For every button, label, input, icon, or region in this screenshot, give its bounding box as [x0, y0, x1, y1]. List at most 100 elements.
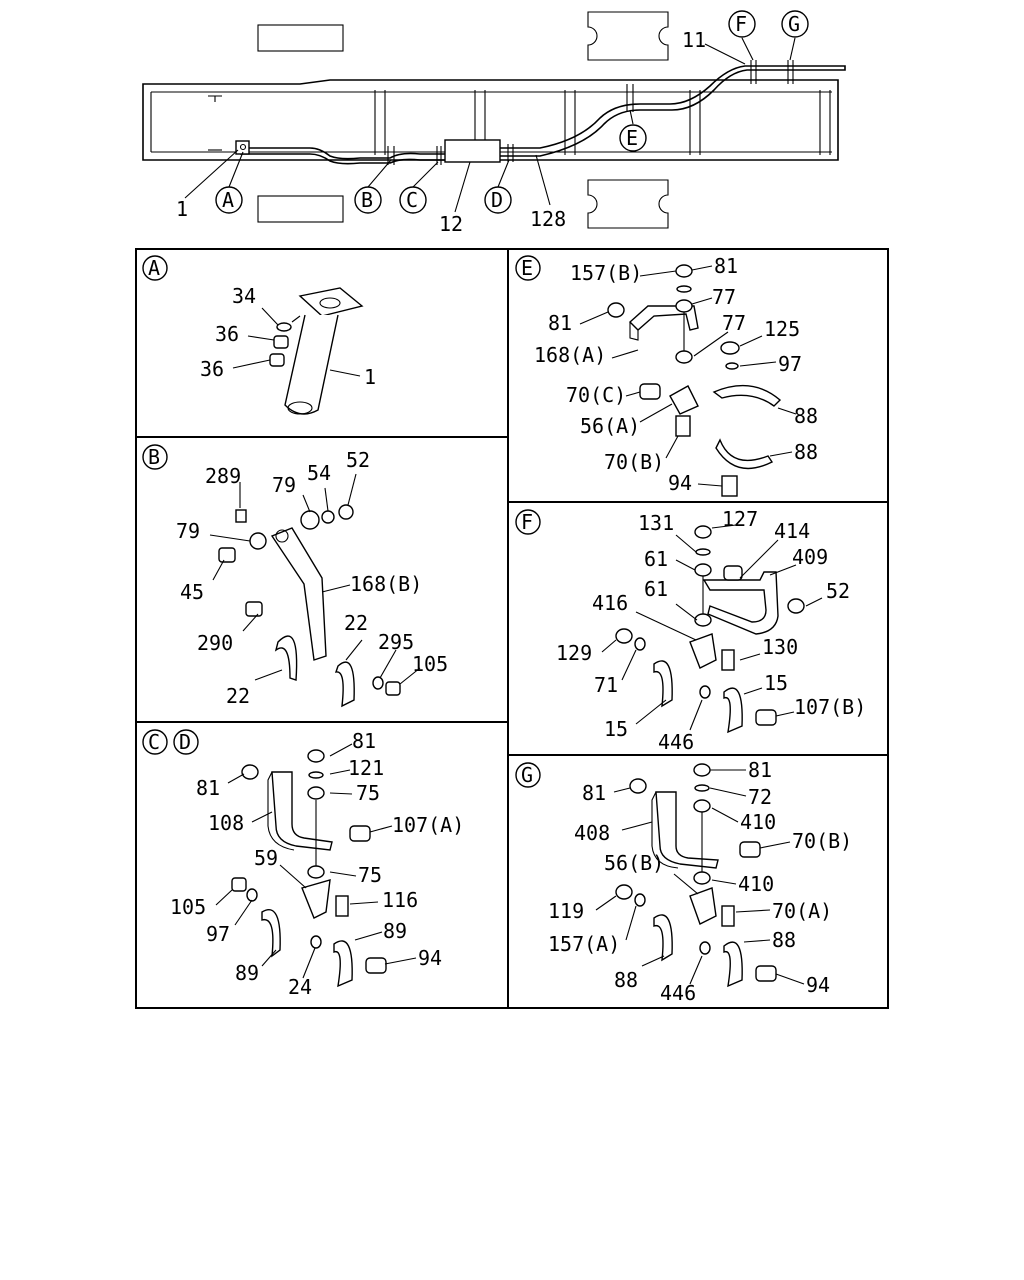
bushing-75 [307, 786, 325, 800]
part-label: 81 [352, 729, 376, 753]
part-label: 89 [235, 961, 259, 985]
panel-e: E 157(B) 81 81 77 77 [515, 254, 818, 497]
part-label: 290 [197, 631, 233, 655]
nut-81 [629, 778, 647, 794]
exhaust-pipe-front [240, 147, 445, 160]
panel-f-title: F [521, 510, 533, 534]
nut-81 [607, 302, 625, 318]
part-label: 75 [356, 781, 380, 805]
front-pipe-section [284, 314, 339, 415]
bolt-70b [675, 415, 691, 437]
part-label: 446 [660, 981, 696, 1005]
bolt-94 [721, 475, 738, 497]
washer-157a [634, 893, 646, 907]
clamp-88 [715, 438, 774, 470]
part-label: 408 [574, 821, 610, 845]
part-label: 71 [594, 673, 618, 697]
bolt-116 [335, 895, 349, 917]
detail-grid [135, 248, 889, 1009]
part-label: 88 [614, 968, 638, 992]
panel-b-title: B [148, 445, 160, 469]
spacer-24 [310, 935, 322, 949]
washer-72 [694, 784, 710, 792]
part-label: 52 [346, 448, 370, 472]
bolt-414 [723, 565, 743, 581]
clamp-15 [653, 660, 673, 708]
bolt-107b [755, 709, 777, 726]
stay-56b [689, 887, 717, 925]
callout-1: 1 [176, 197, 188, 221]
nut-125 [720, 341, 740, 355]
part-label: 97 [778, 352, 802, 376]
part-label: 70(A) [772, 899, 832, 923]
panel-b: B 289 79 54 52 79 45 168(B) 290 [142, 444, 448, 708]
panel-a: A 34 36 36 1 [142, 255, 376, 415]
part-label: 116 [382, 888, 418, 912]
spacer-446 [699, 941, 711, 955]
pin-289 [235, 509, 247, 523]
panel-title-circle-d [173, 729, 199, 755]
cross-members [374, 90, 831, 155]
spacer-446 [699, 685, 711, 699]
part-label: 81 [714, 254, 738, 278]
exhaust-pipe-rear [500, 65, 846, 157]
part-label: 22 [226, 684, 250, 708]
part-label: 79 [272, 473, 296, 497]
washer-97 [725, 362, 739, 370]
bracket-168b [270, 527, 327, 661]
pipe-flange-plate [298, 287, 364, 317]
part-label: 24 [288, 975, 312, 999]
bushing-410 [693, 799, 711, 813]
clamp-15 [723, 687, 743, 734]
bolt-45 [218, 547, 236, 563]
muffler [444, 139, 501, 163]
callout-circle-d [484, 186, 512, 214]
nut-105 [385, 681, 401, 696]
stay-59 [301, 879, 331, 919]
bolt-290 [245, 601, 263, 617]
bushing-410 [693, 871, 711, 885]
part-label: 168(B) [350, 572, 422, 596]
clamp-22 [274, 635, 298, 681]
panel-title-circle-g [515, 762, 541, 788]
part-label: 94 [418, 946, 442, 970]
part-label: 34 [232, 284, 256, 308]
part-label: 56(A) [580, 414, 640, 438]
blank-label-box [257, 24, 344, 52]
bolt-130 [721, 649, 735, 671]
clamp-88 [653, 914, 673, 962]
part-label: 70(B) [604, 450, 664, 474]
stay-56a [669, 385, 699, 415]
nut-36 [273, 335, 289, 349]
part-label: 157(A) [548, 932, 620, 956]
clamp-22 [334, 661, 355, 708]
nut-52 [787, 598, 805, 614]
nut-81 [675, 264, 693, 278]
chassis-frame [142, 79, 839, 161]
part-label: 446 [658, 730, 694, 754]
stay-416 [689, 633, 717, 669]
callout-circle-a [215, 186, 243, 214]
part-label: 119 [548, 899, 584, 923]
nut-36 [269, 353, 285, 367]
bushing-77 [675, 299, 693, 313]
part-label: 157(B) [570, 261, 642, 285]
bracket-108 [271, 771, 333, 851]
part-label: 107(A) [392, 813, 464, 837]
bushing-61 [694, 613, 712, 627]
part-label: 168(A) [534, 343, 606, 367]
part-label: 131 [638, 511, 674, 535]
washer-295 [372, 676, 384, 690]
washer-54 [321, 510, 335, 524]
bolt-94 [365, 957, 387, 974]
part-label: 416 [592, 591, 628, 615]
part-label: 81 [196, 776, 220, 800]
part-label: 45 [180, 580, 204, 604]
part-label: 130 [762, 635, 798, 659]
nut-127 [694, 525, 712, 539]
bracket-409 [702, 571, 779, 635]
blank-label-box [257, 195, 344, 223]
part-label: 295 [378, 630, 414, 654]
washer-79 [249, 532, 267, 550]
part-label: 97 [206, 922, 230, 946]
